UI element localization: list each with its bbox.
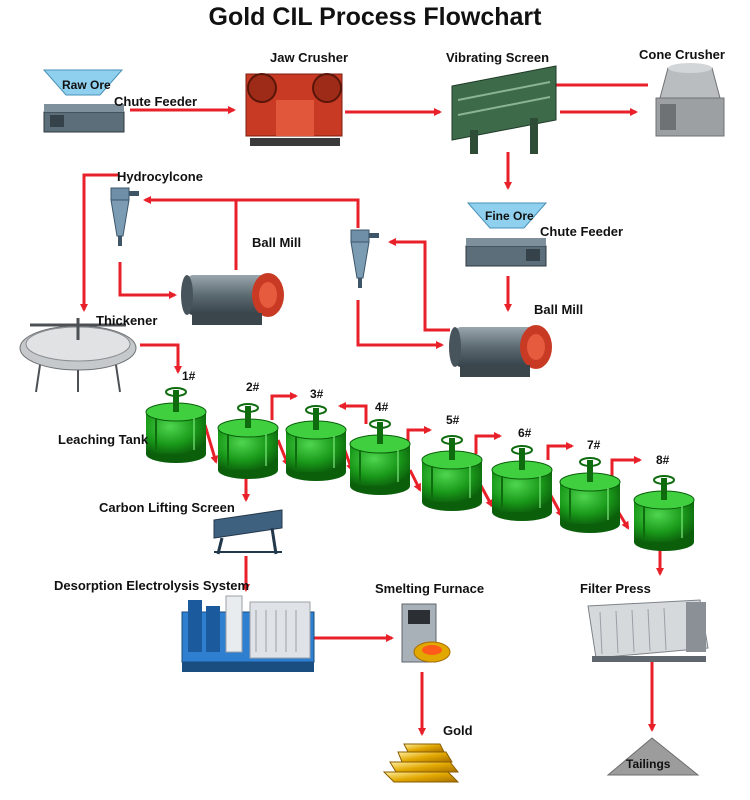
leaching-tank-label: Leaching Tank	[58, 432, 149, 447]
arrow-tank7-8-top	[610, 456, 642, 478]
feeder-icon-2	[465, 238, 547, 267]
vibrating-screen-label: Vibrating Screen	[446, 50, 550, 65]
arrow-cyclone2-to-cyclone1	[143, 196, 360, 228]
fine-ore-hopper-icon	[466, 202, 548, 229]
tank-number-2: 2#	[246, 380, 260, 394]
cone-crusher-icon	[655, 63, 725, 137]
carbon-screen-icon	[213, 509, 283, 555]
filter-press-label: Filter Press	[580, 581, 651, 596]
leaching-tank-8	[633, 475, 695, 552]
arrow-tank4-5	[408, 469, 422, 492]
tank-number-3: 3#	[310, 387, 324, 401]
arrow-tank2-3-top	[270, 392, 298, 420]
vibrating-screen-icon	[451, 65, 557, 154]
furnace-icon	[401, 603, 451, 663]
ball-mill-2-label: Ball Mill	[534, 302, 584, 317]
smelting-furnace-label: Smelting Furnace	[375, 581, 485, 596]
filter-press-icon	[587, 599, 709, 662]
tank-number-5: 5#	[446, 413, 460, 427]
chute-feeder-2-label: Chute Feeder	[540, 224, 624, 239]
leaching-tank-6	[491, 445, 553, 522]
tailings-label: Tailings	[626, 757, 671, 771]
leaching-tank-1	[145, 387, 207, 464]
arrow-cyclone1-to-thickener	[80, 173, 118, 312]
tank-number-1: 1#	[182, 369, 196, 383]
leaching-tank-3	[285, 405, 347, 482]
arrow-tank5-6-top	[474, 432, 502, 454]
gold-bars-icon	[382, 743, 460, 783]
flow-arrows	[80, 81, 664, 736]
thickener-icon	[19, 318, 137, 393]
arrow-tank4-5-top	[406, 426, 432, 456]
arrow-tank4-3-top	[338, 402, 368, 424]
page-title: Gold CIL Process Flowchart	[208, 3, 542, 31]
ball-mill-icon	[181, 273, 284, 325]
ball-mill-1-label: Ball Mill	[252, 235, 302, 250]
tank-number-8: 8#	[656, 453, 670, 467]
tailings-pile-icon	[606, 737, 700, 776]
arrow-thickener-to-tank1	[140, 343, 182, 374]
tank-number-6: 6#	[518, 426, 532, 440]
feeder-icon	[43, 104, 125, 133]
carbon-lifting-screen-label: Carbon Lifting Screen	[99, 500, 235, 515]
cone-crusher-label: Cone Crusher	[639, 47, 725, 62]
leaching-tank-4	[349, 419, 411, 496]
leaching-tank-5	[421, 435, 483, 512]
jaw-crusher-icon	[245, 73, 343, 146]
arrow-tank6-7-top	[546, 442, 574, 460]
arrow-mill2-to-cyclone2	[388, 238, 450, 332]
jaw-crusher-label: Jaw Crusher	[270, 50, 349, 65]
raw-ore-label: Raw Ore	[62, 78, 111, 92]
leaching-tank-2	[217, 403, 279, 480]
thickener-label: Thickener	[96, 313, 158, 328]
tank-number-7: 7#	[587, 438, 601, 452]
chute-feeder-label: Chute Feeder	[114, 94, 198, 109]
arrow-cyclone1-to-mill1	[118, 262, 177, 299]
desorption-label: Desorption Electrolysis System	[54, 578, 250, 593]
tank-number-4: 4#	[375, 400, 389, 414]
arrow-cyclone2-to-mill2	[356, 300, 444, 349]
fine-ore-label: Fine Ore	[485, 209, 534, 223]
electrolysis-icon	[181, 595, 315, 672]
arrow-tank1-2	[203, 424, 219, 464]
hydrocyclone-label: Hydrocylcone	[117, 169, 203, 184]
ball-mill-icon-2	[449, 325, 552, 377]
hydrocyclone-icon-2	[350, 229, 380, 289]
hydrocyclone-icon	[110, 187, 140, 247]
gold-label: Gold	[443, 723, 473, 738]
hopper-icon	[42, 69, 124, 96]
